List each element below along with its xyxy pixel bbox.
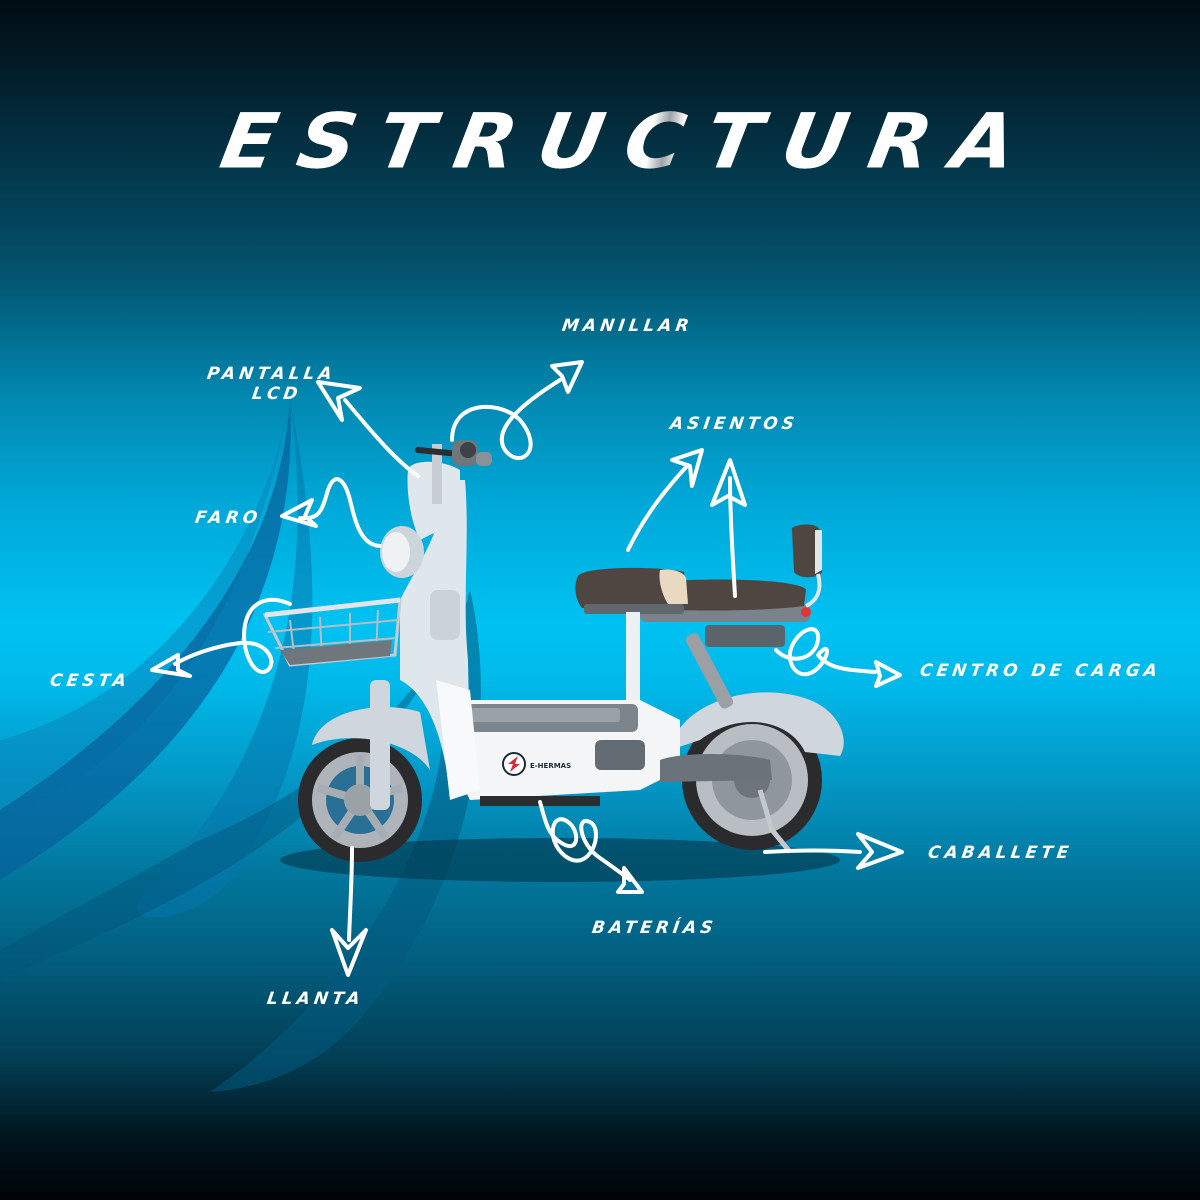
arrow-pantalla-lcd-icon <box>316 380 420 478</box>
title-prefix: ESTRU <box>214 97 634 186</box>
brand-text: E-HERMAS <box>530 762 571 770</box>
label-faro: FARO <box>193 508 263 528</box>
label-caballete: CABALLETE <box>926 843 1074 863</box>
label-cesta: CESTA <box>48 671 132 691</box>
arrow-manillar-icon <box>450 360 584 460</box>
title-suffix: TURA <box>698 97 1046 186</box>
label-pantalla-line1: PANTALLA <box>205 364 338 384</box>
arrow-baterias-icon <box>538 800 644 894</box>
label-llanta: LLANTA <box>265 989 365 1009</box>
label-centro-de-carga: CENTRO DE CARGA <box>918 661 1163 681</box>
arrow-llanta-icon <box>330 846 368 977</box>
arrow-faro-icon <box>280 477 382 548</box>
label-pantalla-line2: LCD <box>250 384 303 404</box>
label-manillar: MANILLAR <box>560 316 695 336</box>
front-basket <box>262 597 402 667</box>
page-title: ESTRUCTURA <box>214 97 1045 185</box>
arrow-centro-de-carga-icon <box>774 627 902 688</box>
arrow-caballete-icon <box>763 832 904 870</box>
arrow-cesta-icon <box>150 597 292 678</box>
label-asientos: ASIENTOS <box>668 414 800 434</box>
arrow-asientos-icon <box>626 448 747 598</box>
label-baterias: BATERÍAS <box>590 918 718 938</box>
